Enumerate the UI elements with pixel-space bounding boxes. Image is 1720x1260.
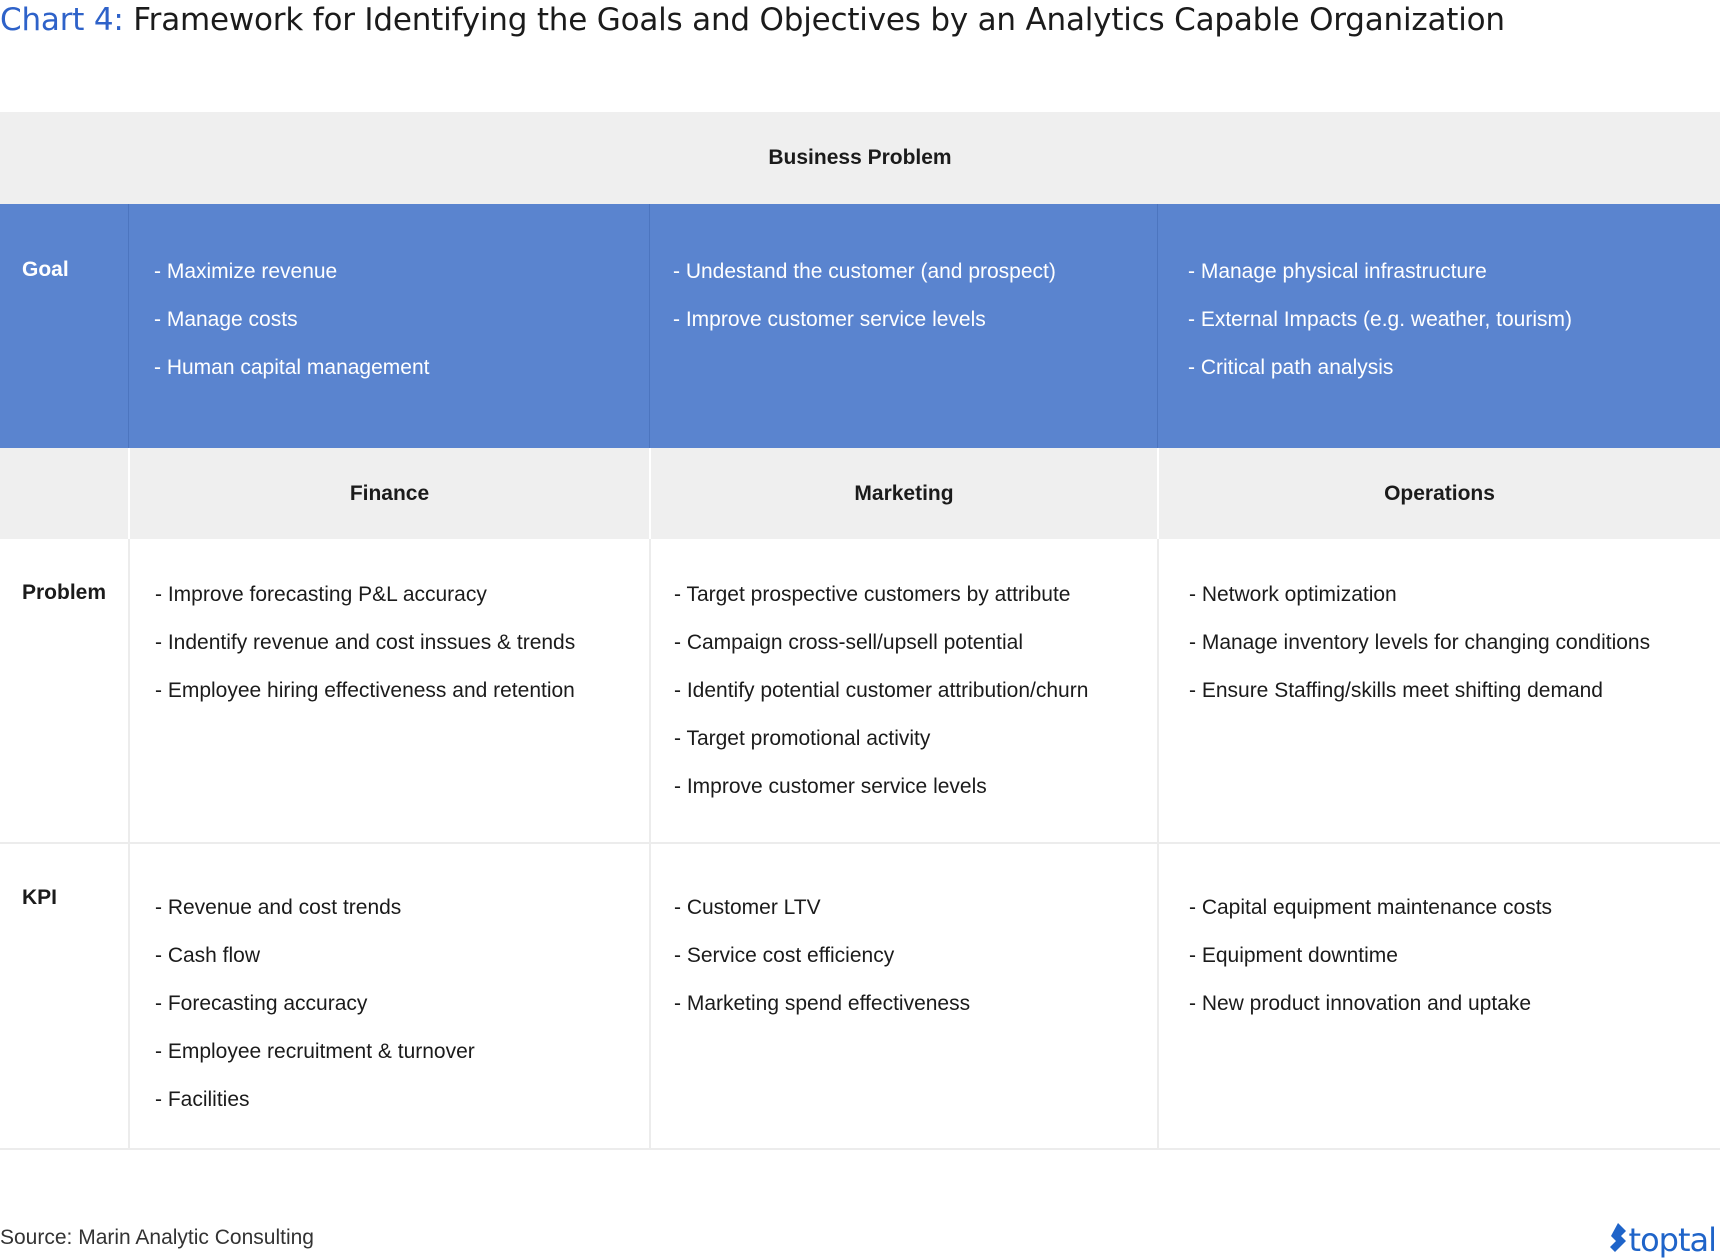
goal-row-label: Goal <box>22 258 69 281</box>
framework-table: Business Problem Goal - Maximize revenue… <box>0 112 1720 1150</box>
dept-finance-label: Finance <box>349 481 430 505</box>
list-item: - Identify potential customer attributio… <box>674 679 1089 702</box>
dept-finance-header: Finance <box>128 448 649 539</box>
list-item: - Forecasting accuracy <box>155 992 368 1015</box>
goal-finance-list: - Maximize revenue - Manage costs - Human … <box>154 248 641 392</box>
list-item: - Network optimization <box>1189 583 1397 606</box>
list-item: - Manage costs <box>154 308 298 331</box>
source-note: Source: Marin Analytic Consulting <box>0 1226 314 1249</box>
page-title: Chart 4: Framework for Identifying the G… <box>0 0 1720 40</box>
list-item: - Campaign cross-sell/upsell potential <box>674 631 1023 654</box>
list-item: - External Impacts (e.g. weather, touris… <box>1188 308 1572 331</box>
problem-row-label: Problem <box>22 581 107 604</box>
list-item: - Maximize revenue <box>154 260 338 283</box>
dept-marketing-label: Marketing <box>854 481 954 505</box>
goal-operations-list: - Manage physical infrastructure - Extern… <box>1188 248 1712 392</box>
list-item: - Ensure Staffing/skills meet shifting d… <box>1189 679 1603 702</box>
dept-marketing-header: Marketing <box>649 448 1157 539</box>
list-item: - Equipment downtime <box>1189 944 1398 967</box>
list-item: - Marketing spend effectiveness <box>674 992 971 1015</box>
problem-finance-list: - Improve forecasting P&L accuracy - Inde… <box>155 571 641 715</box>
list-item: - Improve customer service levels <box>673 308 986 331</box>
list-item: - Employee hiring effectiveness and rete… <box>155 679 575 702</box>
goal-row-label-cell: Goal <box>0 204 128 448</box>
dept-operations-label: Operations <box>1384 481 1495 505</box>
problem-operations-list: - Network optimization - Manage inventory… <box>1189 571 1690 715</box>
business-problem-header: Business Problem <box>0 112 1720 204</box>
list-item: - Service cost efficiency <box>674 944 895 967</box>
kpi-marketing-list: - Customer LTV - Service cost efficiency -… <box>674 884 1149 1028</box>
list-item: - Capital equipment maintenance costs <box>1189 896 1553 919</box>
brand-wordmark: toptal <box>1628 1221 1717 1259</box>
list-item: - Manage inventory levels for changing c… <box>1189 631 1651 654</box>
kpi-operations-list: - Capital equipment maintenance costs - E… <box>1189 884 1712 1028</box>
list-item: - Manage physical infrastructure <box>1188 260 1487 283</box>
list-item: - Improve customer service levels <box>674 775 987 798</box>
kpi-finance-list: - Revenue and cost trends - Cash flow - Fo… <box>155 884 641 1124</box>
list-item: - New product innovation and uptake <box>1189 992 1532 1015</box>
list-item: - Revenue and cost trends <box>155 896 402 919</box>
problem-marketing-cell: - Target prospective customers by attrib… <box>649 539 1157 844</box>
goal-finance-cell: - Maximize revenue - Manage costs - Human … <box>128 204 649 448</box>
problem-row-label-cell: Problem <box>0 539 128 844</box>
list-item: - Employee recruitment & turnover <box>155 1040 475 1063</box>
list-item: - Undestand the customer (and prospect) <box>673 260 1056 283</box>
business-problem-label: Business Problem <box>768 146 952 169</box>
problem-finance-cell: - Improve forecasting P&L accuracy - Inde… <box>128 539 649 844</box>
chart-number: Chart 4: <box>0 2 124 38</box>
brand-logo: toptal <box>1607 1220 1717 1260</box>
dept-operations-header: Operations <box>1157 448 1720 539</box>
toptal-logo-icon <box>1607 1221 1629 1260</box>
goal-operations-cell: - Manage physical infrastructure - Extern… <box>1157 204 1720 448</box>
problem-marketing-list: - Target prospective customers by attrib… <box>674 571 1149 811</box>
dept-row-spacer <box>0 448 128 539</box>
list-item: - Cash flow <box>155 944 261 967</box>
list-item: - Human capital management <box>154 356 430 379</box>
kpi-operations-cell: - Capital equipment maintenance costs - E… <box>1157 844 1720 1150</box>
list-item: - Target prospective customers by attrib… <box>674 583 1071 606</box>
list-item: - Customer LTV <box>674 896 821 919</box>
list-item: - Facilities <box>155 1088 250 1111</box>
kpi-finance-cell: - Revenue and cost trends - Cash flow - Fo… <box>128 844 649 1150</box>
list-item: - Indentify revenue and cost inssues & t… <box>155 631 576 654</box>
goal-marketing-cell: - Undestand the customer (and prospect) -… <box>649 204 1157 448</box>
list-item: - Critical path analysis <box>1188 356 1394 379</box>
kpi-row-label: KPI <box>22 886 58 909</box>
kpi-row-label-cell: KPI <box>0 844 128 1150</box>
list-item: - Improve forecasting P&L accuracy <box>155 583 487 606</box>
kpi-marketing-cell: - Customer LTV - Service cost efficiency -… <box>649 844 1157 1150</box>
goal-marketing-list: - Undestand the customer (and prospect) -… <box>673 248 1149 344</box>
list-item: - Target promotional activity <box>674 727 931 750</box>
chart-title: Framework for Identifying the Goals and … <box>133 2 1505 38</box>
problem-operations-cell: - Network optimization - Manage inventory… <box>1157 539 1720 844</box>
